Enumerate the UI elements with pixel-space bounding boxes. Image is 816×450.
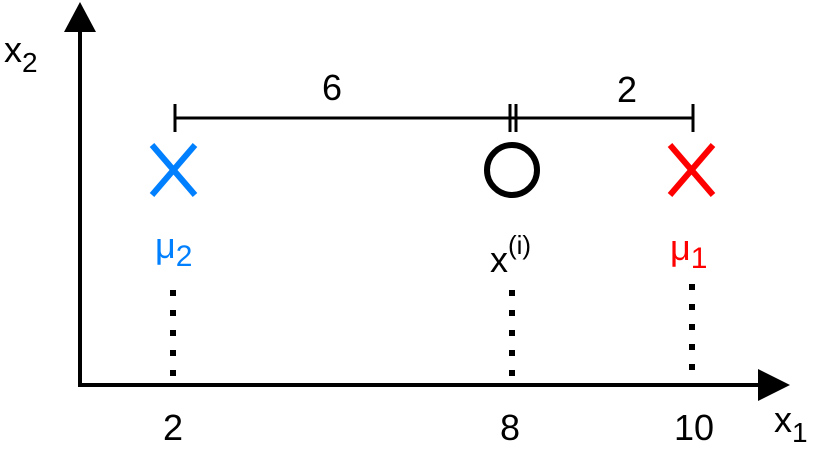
tick-label-2: 2 (163, 407, 183, 448)
mu1-cross-icon (667, 143, 716, 197)
mu2-label: μ2 (155, 225, 192, 273)
x-axis-label: x1 (774, 399, 808, 448)
distance-label-right: 2 (617, 69, 637, 110)
y-axis-arrow-icon (64, 2, 96, 32)
distance-bar (173, 104, 695, 132)
mu2-cross-icon (149, 143, 198, 197)
sample-label: x(i) (490, 230, 531, 280)
tick-label-10: 10 (674, 407, 714, 448)
distance-label-left: 6 (322, 67, 342, 108)
tick-label-8: 8 (500, 407, 520, 448)
y-axis-label: x2 (4, 29, 38, 78)
mu1-label: μ1 (670, 227, 707, 275)
x-axis-arrow-icon (758, 369, 790, 401)
sample-circle-icon (484, 142, 540, 198)
